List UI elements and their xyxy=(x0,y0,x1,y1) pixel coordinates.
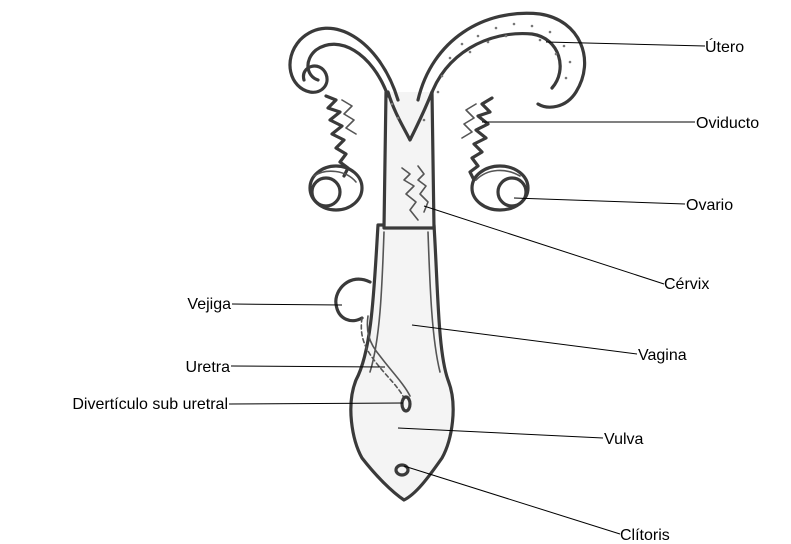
label-ovario: Ovario xyxy=(686,197,733,214)
bladder xyxy=(336,279,370,321)
label-vejiga: Vejiga xyxy=(187,296,231,313)
left-uterine-horn xyxy=(290,28,398,100)
left-ovary xyxy=(310,166,362,210)
left-uterine-horn-inner xyxy=(308,44,388,96)
leader-lines xyxy=(229,42,705,534)
right-oviduct-inner xyxy=(462,104,476,138)
leader-clitoris xyxy=(404,466,620,534)
leader-vagina xyxy=(412,325,637,354)
leader-cervix xyxy=(424,206,664,284)
label-cervix: Cérvix xyxy=(664,276,709,293)
label-diverticulo: Divertículo sub uretral xyxy=(72,396,228,413)
label-utero: Útero xyxy=(705,37,744,56)
left-oviduct-inner xyxy=(342,100,356,134)
right-ovary xyxy=(472,166,528,210)
left-oviduct xyxy=(326,96,348,176)
label-uretra: Uretra xyxy=(186,359,231,376)
label-clitoris: Clítoris xyxy=(620,527,670,544)
label-oviducto: Oviducto xyxy=(696,115,759,132)
leader-ovario xyxy=(514,198,685,204)
label-vulva: Vulva xyxy=(604,431,644,448)
leader-utero xyxy=(546,42,705,46)
label-vagina: Vagina xyxy=(638,347,687,364)
anatomy-drawing xyxy=(290,13,585,500)
leader-vejiga xyxy=(232,304,342,305)
